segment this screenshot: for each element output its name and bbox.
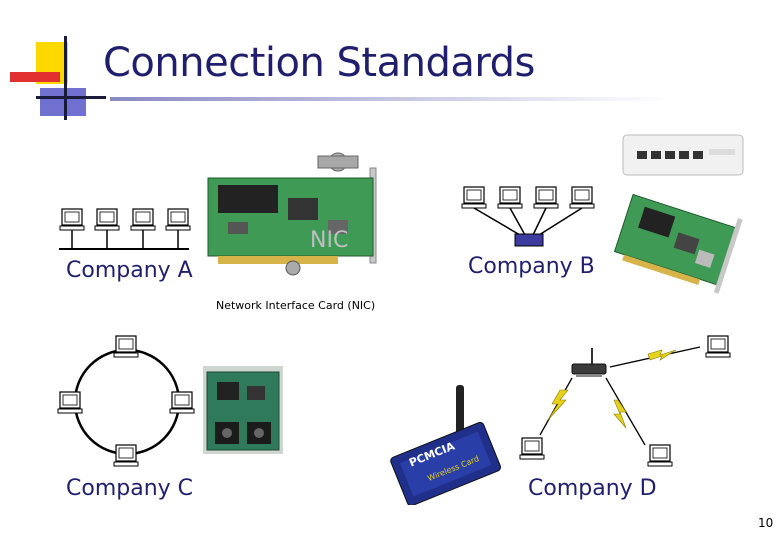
bnc-nic-image: NIC [198, 150, 398, 290]
bnc-nic-watermark: NIC [310, 228, 349, 253]
bus-topology-graphic [59, 208, 191, 250]
nic-caption: Network Interface Card (NIC) [216, 299, 376, 312]
fiber-nic-graphic [203, 366, 283, 454]
label-company-b: Company B [468, 254, 595, 279]
pcmcia-card-image: PCMCIA Wireless Card [386, 380, 506, 507]
bus-topology-diagram [55, 205, 195, 265]
fiber-nic-image [203, 366, 283, 454]
title-decoration [0, 30, 110, 120]
ring-topology-diagram [55, 330, 200, 470]
label-company-a: Company A [66, 258, 193, 283]
label-company-d: Company D [528, 476, 657, 501]
ring-topology-graphic [57, 335, 195, 467]
hub-and-nic-image [605, 125, 755, 310]
label-company-c: Company C [66, 476, 194, 501]
star-topology-diagram [455, 183, 605, 248]
star-topology-graphic [461, 186, 595, 247]
page-number: 10 [758, 516, 774, 530]
bnc-nic-graphic [207, 152, 377, 276]
title-underline [110, 97, 670, 101]
wireless-topology-diagram [510, 330, 750, 475]
slide-title: Connection Standards [103, 40, 535, 86]
hub-and-nic-graphic [613, 134, 744, 294]
wireless-topology-graphic [519, 335, 731, 467]
pcmcia-card-graphic [390, 385, 502, 507]
title-decoration-graphic [10, 36, 106, 120]
